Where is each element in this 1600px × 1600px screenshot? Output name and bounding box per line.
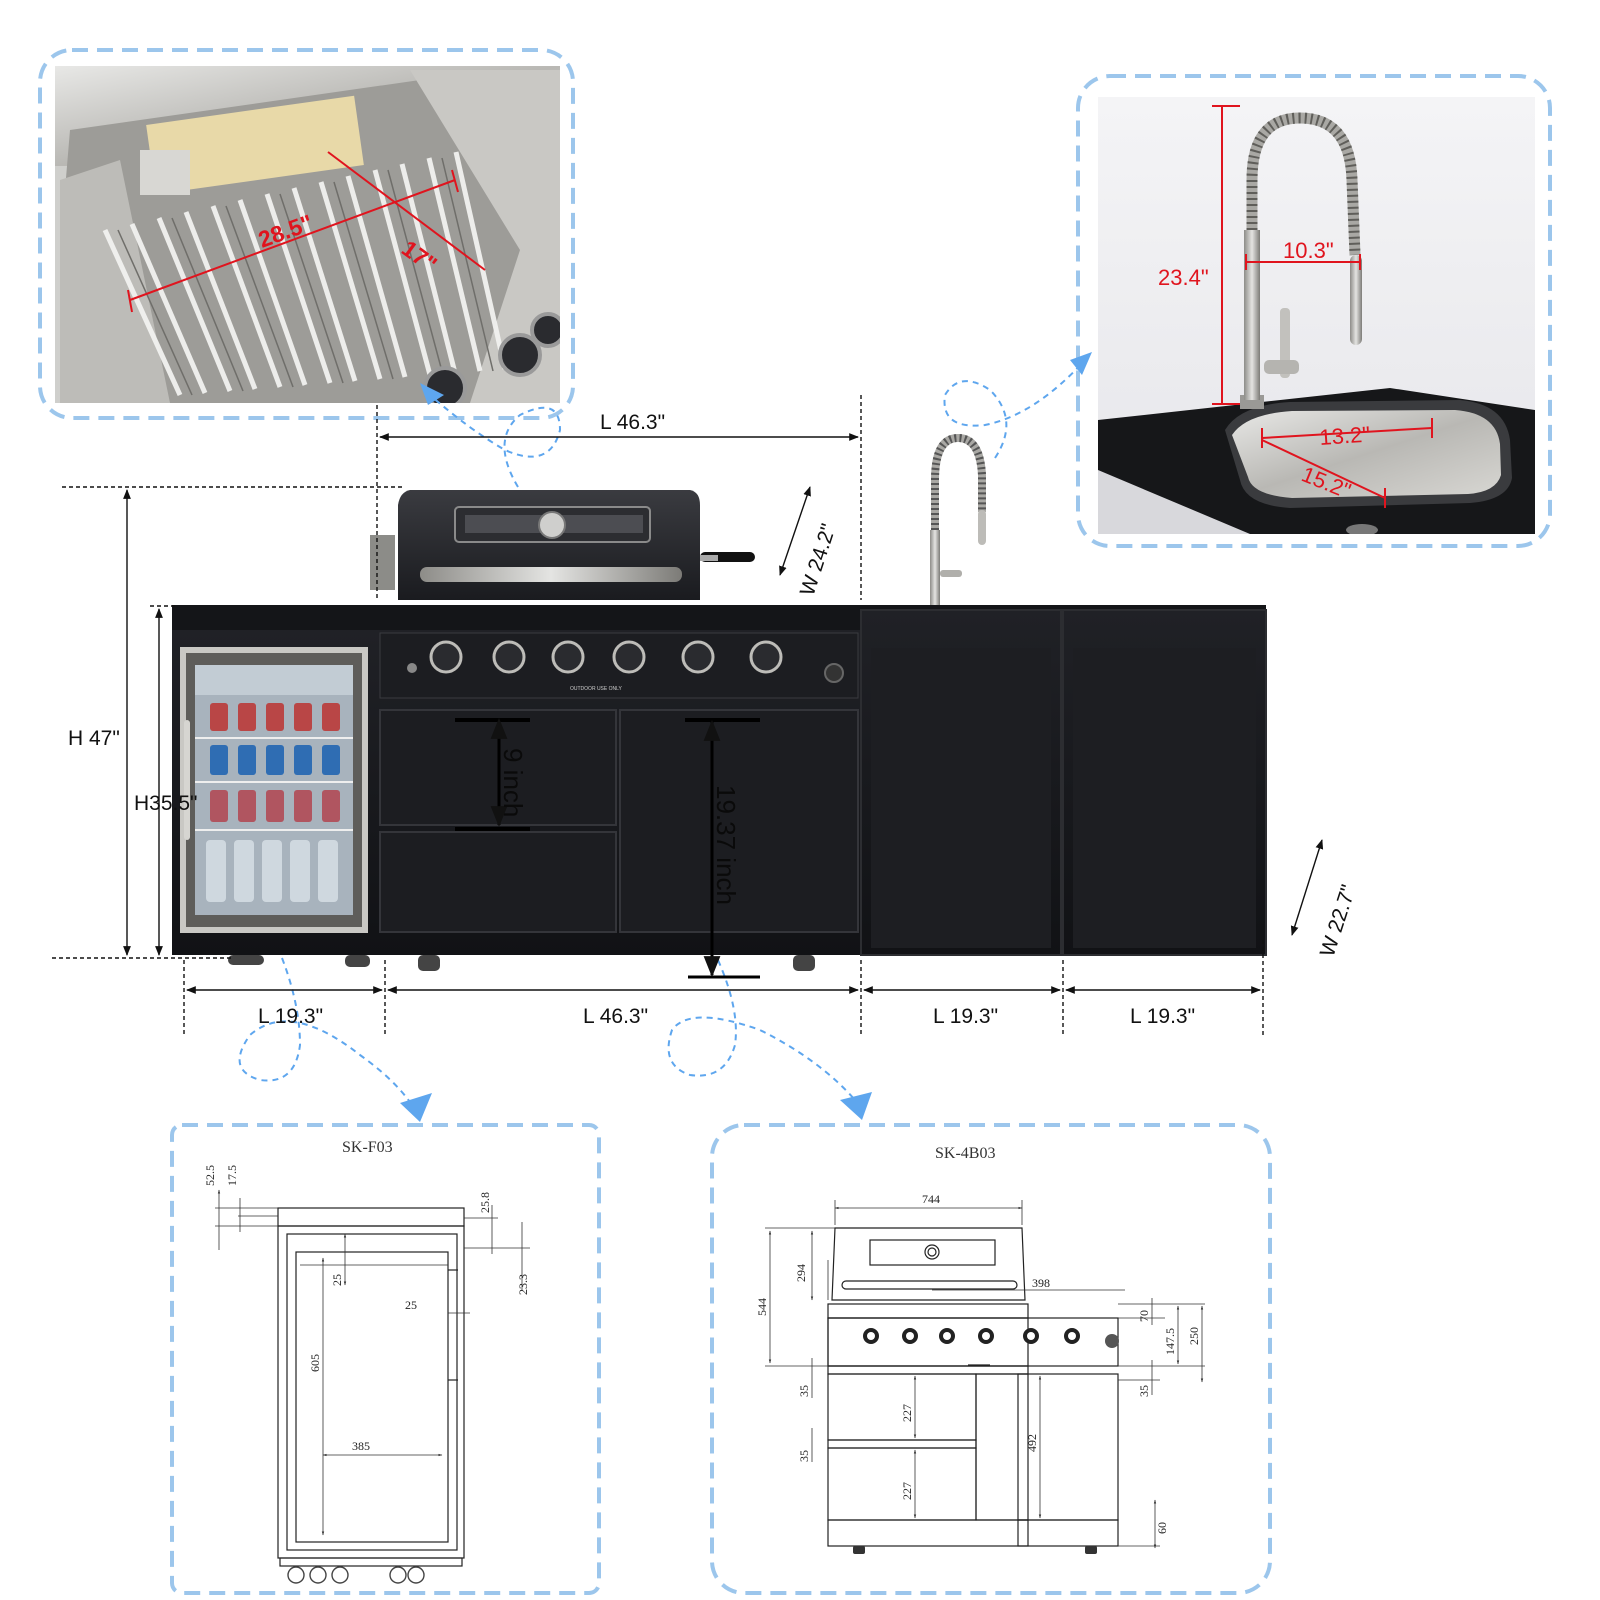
door-height-label: 19.37 inch bbox=[711, 785, 741, 905]
burner-knob[interactable] bbox=[492, 640, 526, 674]
drawer-height-label: 9 inch bbox=[498, 748, 528, 817]
overall-height-label: H 47" bbox=[68, 727, 120, 750]
burner-knobs bbox=[429, 640, 783, 674]
storage-cabinet-door[interactable] bbox=[1073, 648, 1256, 948]
fridge-dim-25-vertical: 25 bbox=[330, 1274, 344, 1286]
grill-callout-connector bbox=[429, 394, 562, 488]
fridge-dim-23-3: 23.3 bbox=[516, 1274, 530, 1295]
grill-base-length-label: L 46.3" bbox=[583, 1005, 648, 1028]
knob bbox=[498, 333, 542, 377]
faucet-height-label: 23.4" bbox=[1158, 265, 1209, 290]
fridge-dim-25-horizontal: 25 bbox=[405, 1298, 417, 1312]
outdoor-kitchen: OUTDOOR USE ONLY bbox=[172, 433, 1267, 971]
fridge-dim-17-5: 17.5 bbox=[225, 1165, 239, 1186]
faucet-sink-photo bbox=[1098, 97, 1535, 534]
grill-dim-250: 250 bbox=[1187, 1327, 1201, 1345]
main-dimension-lines bbox=[52, 395, 1324, 1035]
grill-dim-294: 294 bbox=[794, 1264, 808, 1282]
inner-dimension-lines bbox=[490, 717, 760, 979]
sink-width-dim-line bbox=[1261, 439, 1386, 499]
sink-cabinet-door[interactable] bbox=[871, 648, 1051, 948]
grill-drawing-border bbox=[710, 1123, 1272, 1595]
grill-dim-35-upper: 35 bbox=[797, 1385, 811, 1397]
burner-knob[interactable] bbox=[551, 640, 585, 674]
burner-knob[interactable] bbox=[749, 640, 783, 674]
grill-dim-398: 398 bbox=[1032, 1276, 1050, 1290]
faucet-reach-label: 10.3" bbox=[1283, 238, 1334, 263]
grill-length-label: L 46.3" bbox=[600, 411, 665, 434]
grill-drawing-connector bbox=[667, 959, 856, 1101]
sink-length-label-main: L 19.3" bbox=[933, 1005, 998, 1028]
grill-model-label: SK-4B03 bbox=[935, 1145, 995, 1162]
grill-dim-147-5: 147.5 bbox=[1163, 1328, 1177, 1355]
grill-dim-492: 492 bbox=[1025, 1434, 1039, 1452]
burner-knob[interactable] bbox=[612, 640, 646, 674]
fridge-height-label: H35.5" bbox=[134, 792, 198, 815]
bottle-opener-icon bbox=[824, 663, 844, 683]
fridge-drawing-border bbox=[170, 1123, 601, 1595]
grill-dim-35-lower: 35 bbox=[797, 1450, 811, 1462]
faucet-callout-connector bbox=[943, 359, 1086, 459]
fridge-model-label: SK-F03 bbox=[342, 1139, 393, 1156]
sink-length-label: 13.2" bbox=[1319, 422, 1371, 450]
grill-dim-70: 70 bbox=[1137, 1310, 1151, 1322]
burner-knob[interactable] bbox=[681, 640, 715, 674]
burner-knob[interactable] bbox=[429, 640, 463, 674]
fridge-drawing-connector bbox=[238, 957, 413, 1106]
grill-callout-border bbox=[38, 48, 575, 420]
faucet bbox=[930, 433, 986, 606]
lower-drawer[interactable] bbox=[379, 831, 617, 933]
grill-depth-dim-line bbox=[327, 151, 486, 271]
arrowhead bbox=[400, 1093, 432, 1122]
sink-length-dim-line bbox=[1261, 427, 1433, 439]
cabinet-width-label: W 22.7" bbox=[1316, 882, 1361, 959]
faucet-callout-border bbox=[1076, 74, 1552, 548]
drawing-knobs bbox=[863, 1328, 1080, 1344]
arrowhead bbox=[840, 1092, 872, 1120]
fridge-dim-52-5: 52.5 bbox=[203, 1165, 217, 1186]
connector-arrowheads bbox=[400, 352, 1092, 1122]
cabinet-length-label: L 19.3" bbox=[1130, 1005, 1195, 1028]
grill-tech-drawing: SK-4B03 bbox=[710, 1123, 1272, 1595]
arrowhead bbox=[420, 383, 444, 405]
grill-dim-60: 60 bbox=[1155, 1522, 1169, 1534]
faucet-callout: 23.4" 10.3" 13.2" 15.2" bbox=[1076, 74, 1552, 548]
fridge-tech-drawing: SK-F03 52.5 17.5 2 bbox=[170, 1123, 601, 1595]
fridge-dim-605: 605 bbox=[308, 1354, 322, 1372]
grill-width-label-main: W 24.2" bbox=[796, 521, 841, 598]
grill-callout: 28.5" 17" bbox=[38, 48, 575, 420]
grill-base: OUTDOOR USE ONLY bbox=[377, 630, 861, 955]
storage-door[interactable] bbox=[619, 709, 859, 933]
grill-dim-227-lower: 227 bbox=[900, 1482, 914, 1500]
fridge-dim-25-8: 25.8 bbox=[478, 1192, 492, 1213]
beverage-fridge bbox=[180, 647, 368, 933]
caster-wheels bbox=[228, 955, 815, 971]
grill-grates-photo bbox=[55, 66, 560, 403]
fridge-length-label: L 19.3" bbox=[258, 1005, 323, 1028]
arrowhead bbox=[1070, 352, 1092, 375]
grill-lid bbox=[370, 490, 755, 600]
grill-dim-35-right: 35 bbox=[1137, 1385, 1151, 1397]
knob bbox=[530, 312, 560, 348]
fridge-dim-385: 385 bbox=[352, 1439, 370, 1453]
grill-dim-227-upper: 227 bbox=[900, 1404, 914, 1422]
grill-dim-744: 744 bbox=[922, 1192, 940, 1206]
grill-width-dim-line bbox=[129, 179, 456, 301]
panel-label: OUTDOOR USE ONLY bbox=[570, 686, 623, 692]
grill-dim-544: 544 bbox=[755, 1298, 769, 1316]
